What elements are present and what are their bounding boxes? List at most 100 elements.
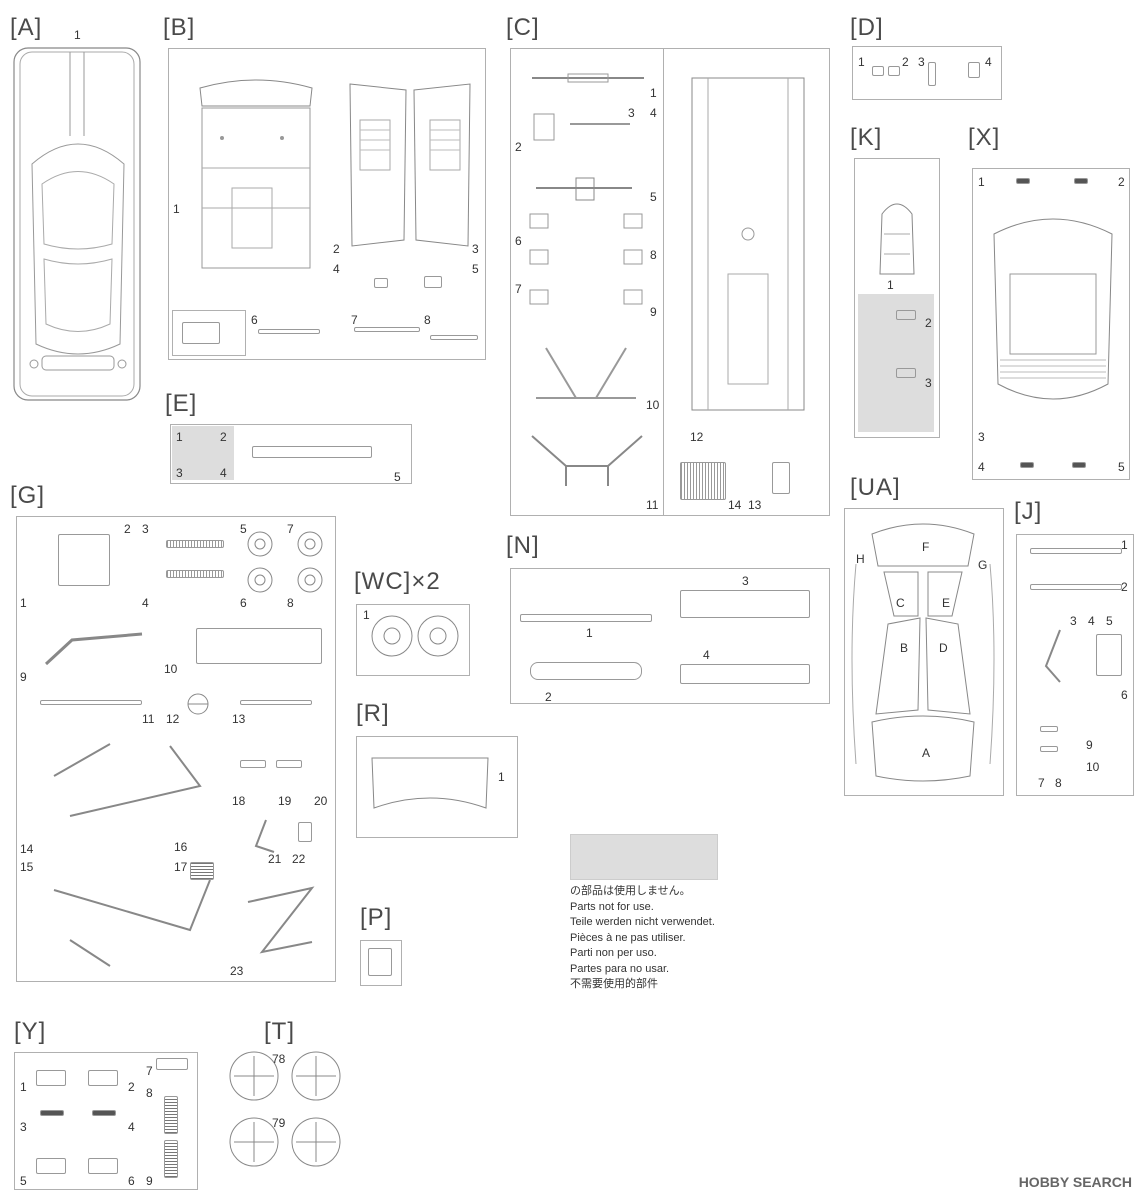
unused-parts-swatch [570, 834, 718, 880]
part-g3-exhaust [166, 540, 224, 548]
part-number: 4 [978, 460, 985, 474]
legend-es: Partes para no usar. [570, 962, 670, 975]
part-d3 [928, 62, 936, 86]
part-g10-dashboard [196, 628, 322, 664]
part-number: 8 [1055, 776, 1062, 790]
part-number: 3 [918, 55, 925, 69]
part-number: 11 [646, 498, 659, 512]
part-number: 2 [124, 522, 131, 536]
part-g2-oil-pan [58, 534, 110, 586]
part-number: 7 [351, 313, 358, 327]
part-r1-panel [368, 748, 492, 828]
part-number: H [856, 552, 865, 566]
part-x1 [1016, 178, 1030, 184]
part-number: 8 [287, 596, 294, 610]
part-b-small [182, 322, 220, 344]
part-b7 [354, 327, 420, 332]
part-number: 10 [1086, 760, 1100, 774]
unused-parts-legend: の部品は使用しません。 Parts not for use. Teile wer… [570, 884, 715, 993]
part-k1-seat [876, 194, 918, 278]
part-number: 3 [142, 522, 149, 536]
part-number: 1 [498, 770, 505, 784]
part-number: D [939, 641, 948, 655]
legend-de: Teile werden nicht verwendet. [570, 916, 715, 928]
part-number: 6 [515, 234, 522, 248]
part-number: 1 [74, 28, 81, 42]
part-number: 1 [176, 430, 183, 444]
part-b5-mirror [424, 276, 442, 288]
part-k3 [896, 368, 916, 378]
part-number: 22 [292, 852, 306, 866]
part-number: 2 [1121, 580, 1128, 594]
part-x5 [1072, 462, 1086, 468]
legend-fr: Pièces à ne pas utiliser. [570, 931, 686, 944]
part-ua-window-masks [848, 514, 998, 790]
part-number: 3 [742, 574, 749, 588]
part-b6 [258, 329, 320, 334]
sprue-frame-x [972, 168, 1130, 480]
part-b2-door-panel [346, 80, 410, 250]
part-j8 [1040, 746, 1058, 752]
part-n3-taillight [680, 590, 810, 618]
part-number: 3 [925, 376, 932, 390]
part-number: 1 [586, 626, 593, 640]
sprue-frame-g [16, 516, 336, 982]
part-g19 [276, 760, 302, 768]
sprue-label-k: [K] [850, 124, 883, 151]
unused-parts-area [172, 426, 234, 480]
sprue-label-e: [E] [165, 390, 198, 417]
part-number: 1 [887, 278, 894, 292]
part-c2-arm [530, 104, 640, 144]
part-number: 16 [174, 840, 188, 854]
part-number: 78 [272, 1052, 286, 1066]
part-number: 10 [164, 662, 178, 676]
part-number: 8 [650, 248, 657, 262]
part-p1 [368, 948, 392, 976]
legend-it: Parti non per uso. [570, 947, 657, 959]
part-number: 9 [146, 1174, 153, 1188]
part-j6-box [1096, 634, 1122, 676]
part-number: 5 [650, 190, 657, 204]
part-number: 15 [20, 860, 34, 874]
part-g-brake-discs [244, 530, 328, 594]
part-number: 9 [1086, 738, 1093, 752]
sprue-label-t: [T] [264, 1018, 295, 1045]
part-c5-axle [532, 174, 636, 204]
part-g12-steering-wheel [186, 692, 210, 716]
part-j2-rod [1030, 584, 1122, 590]
part-k2 [896, 310, 916, 320]
sprue-frame-d [852, 46, 1002, 100]
part-number: 7 [146, 1064, 153, 1078]
part-y3 [40, 1110, 64, 1116]
part-d4 [968, 62, 980, 78]
part-number: 3 [176, 466, 183, 480]
part-number: 3 [628, 106, 635, 120]
part-y8 [164, 1096, 178, 1134]
part-g9-pipe [42, 620, 152, 670]
part-number: 5 [472, 262, 479, 276]
part-b1-floor [192, 78, 320, 278]
part-x4 [1020, 462, 1034, 468]
sprue-frame-k [854, 158, 940, 438]
legend-jp: の部品は使用しません。 [570, 885, 691, 897]
part-number: F [922, 540, 930, 554]
part-number: C [896, 596, 905, 610]
sprue-label-b: [B] [163, 14, 196, 41]
part-e5-bumper [252, 446, 372, 458]
part-c8-spring [622, 210, 644, 310]
part-number: 9 [650, 305, 657, 319]
part-number: 5 [1106, 614, 1113, 628]
part-number: 6 [1121, 688, 1128, 702]
sprue-frame-ua [844, 508, 1004, 796]
sprue-label-x: [X] [968, 124, 1001, 151]
part-number: 2 [545, 690, 552, 704]
part-number: 4 [985, 55, 992, 69]
sprue-frame-wc [356, 604, 470, 676]
part-x2 [1074, 178, 1088, 184]
part-number: E [942, 596, 951, 610]
sprue-label-wc: [WC]×2 [354, 568, 441, 595]
part-number: 3 [978, 430, 985, 444]
part-number: 13 [232, 712, 246, 726]
part-c1-rod [528, 70, 648, 90]
part-number: A [922, 746, 931, 760]
